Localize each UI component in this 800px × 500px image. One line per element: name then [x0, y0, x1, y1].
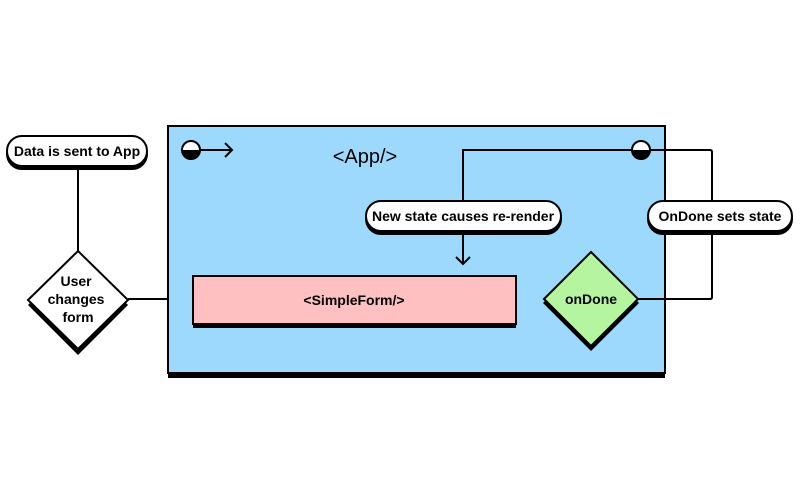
- user-changes-form-label: User changes form: [48, 273, 109, 325]
- callout-new-state-text: New state causes re-render: [372, 208, 555, 224]
- state-port-icon: [631, 140, 651, 160]
- ondone-label: onDone: [565, 291, 617, 307]
- simpleform-label: <SimpleForm/>: [303, 292, 404, 308]
- callout-ondone-sets-state-text: OnDone sets state: [659, 208, 782, 224]
- app-label: <App/>: [333, 146, 398, 168]
- entry-arrow-icon: [200, 142, 234, 158]
- entry-port-icon: [181, 140, 201, 160]
- simpleform-component-box: [192, 275, 517, 328]
- rerender-arrow-icon: [455, 256, 471, 266]
- callout-new-state-rerender: [365, 200, 562, 232]
- user-changes-form-diamond: [26, 249, 130, 355]
- callout-data-sent-text: Data is sent to App: [14, 143, 140, 159]
- ondone-diamond: [542, 250, 640, 351]
- callout-data-sent-to-app: [6, 135, 148, 167]
- callout-ondone-sets-state: [647, 200, 793, 232]
